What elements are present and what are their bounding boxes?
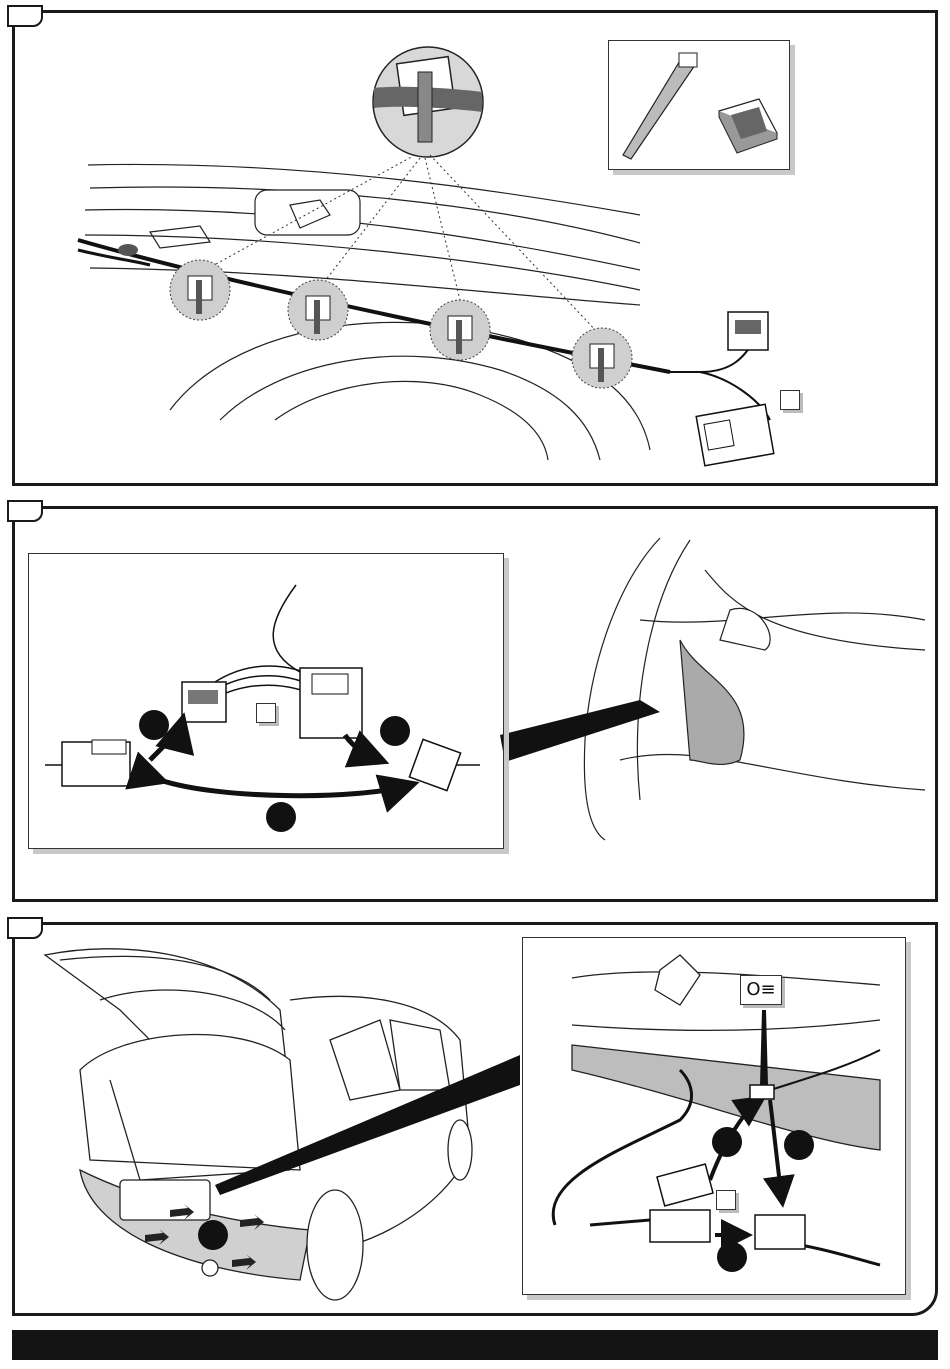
parts-inset (608, 40, 790, 170)
magnifier-detail (373, 47, 483, 157)
connector-inset (28, 553, 504, 849)
label-box-c (716, 1190, 736, 1210)
fog-lamp-inset (522, 937, 906, 1295)
label-box-b (256, 703, 276, 723)
adhesive-mount-icon (719, 99, 777, 153)
mount-point-4 (572, 328, 632, 388)
harness-connector-lower (696, 404, 774, 465)
mount-point-1 (170, 260, 230, 320)
step-marker-2 (380, 716, 410, 746)
mount-point-3 (430, 300, 490, 360)
step-marker-5 (784, 1130, 814, 1160)
magnifier-leader-lines (205, 155, 600, 335)
step-tab-2 (7, 500, 43, 522)
grommet (118, 244, 138, 256)
step-marker-7 (198, 1220, 228, 1250)
step-marker-6 (717, 1242, 747, 1272)
step-tab-3 (7, 917, 43, 939)
step-marker-3 (266, 802, 296, 832)
harness-connector-upper (728, 312, 768, 350)
cable-tie-icon (623, 53, 697, 159)
step-marker-4 (712, 1127, 742, 1157)
step-marker-1 (139, 710, 169, 740)
rear-fog-lamp-icon: O≡ (740, 975, 782, 1005)
label-box-a (780, 390, 800, 410)
footer-bar (12, 1330, 938, 1360)
mount-point-2 (288, 280, 348, 340)
